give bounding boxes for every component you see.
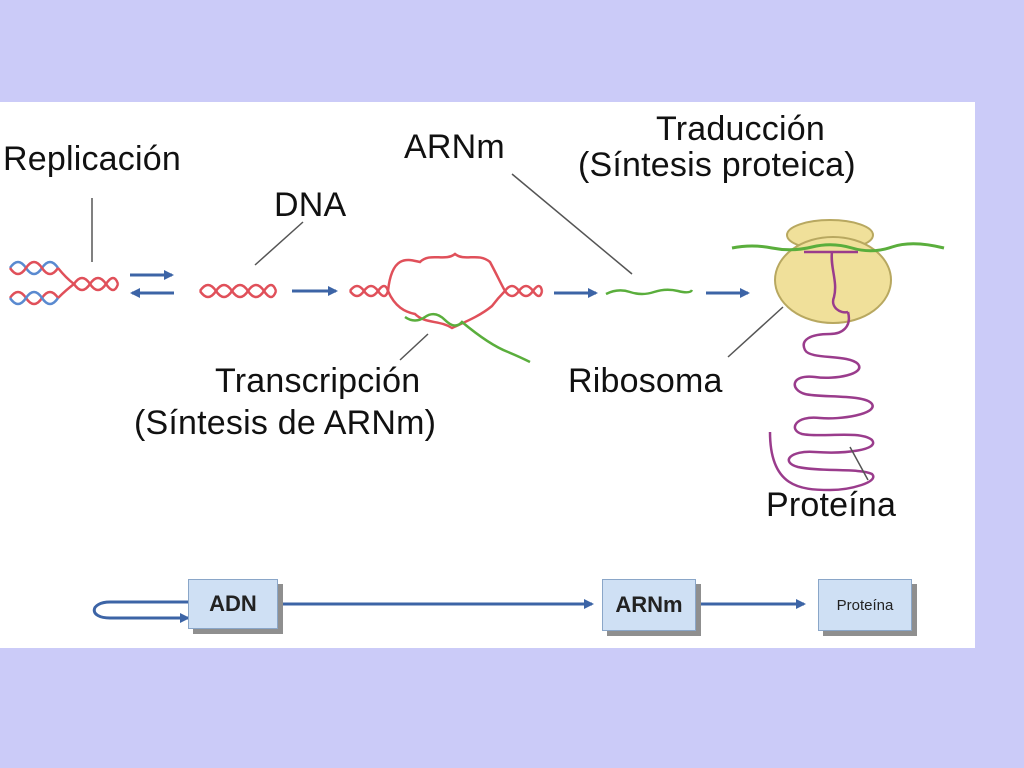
transcription-bubble: [348, 252, 544, 364]
ribosoma-leader: [727, 306, 784, 358]
ribosome: [731, 219, 945, 324]
central-dogma-diagram: [8, 173, 945, 623]
bottom-flow: [92, 599, 806, 623]
transcripcion-subtitle: (Síntesis de ARNm): [134, 404, 437, 442]
dna-leader: [254, 221, 304, 266]
dna-label: DNA: [274, 186, 347, 224]
proteina-leader: [849, 446, 869, 481]
traduccion-title: Traducción: [656, 110, 825, 148]
diagram-panel: Replicación DNA ARNm Traducción (Síntesi…: [0, 102, 975, 648]
dna-helix: [198, 283, 278, 299]
proteina-label: Proteína: [766, 486, 897, 524]
proteina-box-label: Proteína: [836, 596, 894, 614]
traduccion-subtitle: (Síntesis proteica): [578, 146, 856, 184]
replicacion-label: Replicación: [3, 140, 181, 178]
replication-arrows: [130, 270, 174, 298]
replicating-dna: [8, 260, 120, 306]
adn-box: ADN: [188, 579, 278, 629]
ribosoma-label: Ribosoma: [568, 362, 723, 400]
mrna-strand: [605, 288, 694, 296]
arnm-label: ARNm: [404, 128, 505, 166]
adn-box-label: ADN: [209, 591, 257, 616]
transcripcion-title: Transcripción: [215, 362, 421, 400]
arnm-box-label: ARNm: [615, 592, 683, 617]
proteina-box: Proteína: [818, 579, 912, 631]
arnm-box: ARNm: [602, 579, 696, 631]
protein-chain: [768, 311, 875, 492]
arnm-leader: [511, 173, 633, 275]
transcripcion-leader: [399, 333, 429, 361]
